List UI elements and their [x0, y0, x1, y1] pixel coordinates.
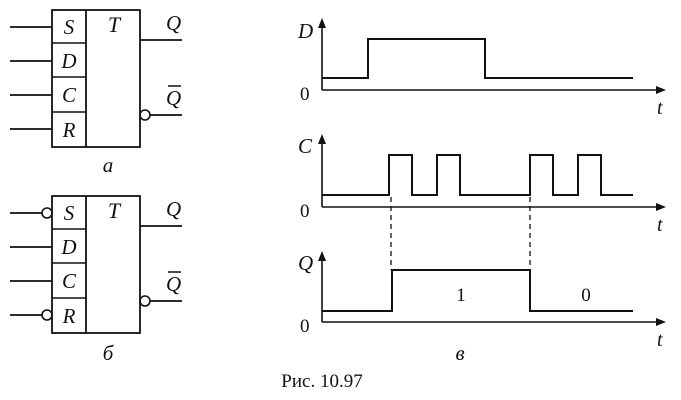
q-time-label: t: [657, 329, 663, 351]
diagram-b: S D C R T Q Q б: [10, 195, 182, 365]
c-axis-arrow: [318, 134, 326, 144]
timing-d: D 0 t: [297, 18, 666, 119]
timing-c: C 0 t: [298, 134, 666, 236]
inversion-bubble-s: [41, 207, 53, 219]
d-axis-arrow: [318, 18, 326, 28]
block-title: T: [108, 12, 122, 37]
input-label-s: S: [64, 201, 75, 225]
d-signal-label: D: [297, 19, 313, 43]
c-time-arrow: [656, 203, 666, 211]
flip-flop-block-b: [51, 195, 141, 334]
flip-flop-block-a: [51, 9, 141, 148]
input-label-c: C: [62, 269, 77, 293]
c-waveform: [322, 154, 633, 196]
q-waveform: [322, 269, 633, 312]
timing-diagrams: D 0 t C 0 t Q 0 t 1 0: [297, 18, 666, 365]
caption-a: а: [103, 153, 114, 177]
d-zero-label: 0: [300, 84, 310, 105]
c-time-label: t: [657, 214, 663, 236]
d-time-label: t: [657, 97, 663, 119]
q-zero-label: 0: [300, 316, 310, 337]
figure-caption: Рис. 10.97: [281, 371, 362, 392]
q-axis-arrow: [318, 251, 326, 261]
output-label-qbar: Q: [166, 86, 181, 110]
c-signal-label: C: [298, 134, 313, 158]
block-title: T: [108, 198, 122, 223]
diagram-a: S D C R T Q Q а: [10, 9, 182, 177]
d-time-arrow: [656, 86, 666, 94]
timing-q: Q 0 t 1 0: [298, 251, 666, 351]
q-state-one: 1: [456, 285, 466, 306]
input-label-d: D: [60, 235, 76, 259]
q-state-zero: 0: [581, 285, 591, 306]
d-waveform: [322, 38, 633, 79]
inversion-bubble-r: [41, 309, 53, 321]
input-label-r: R: [62, 304, 76, 328]
input-label-s: S: [64, 15, 75, 39]
output-label-qbar: Q: [166, 272, 181, 296]
input-label-c: C: [62, 83, 77, 107]
caption-v: в: [455, 341, 464, 365]
caption-b: б: [103, 341, 115, 365]
c-zero-label: 0: [300, 201, 310, 222]
q-signal-label: Q: [298, 251, 313, 275]
input-label-r: R: [62, 118, 76, 142]
output-label-q: Q: [166, 197, 181, 221]
output-label-q: Q: [166, 11, 181, 35]
input-label-d: D: [60, 49, 76, 73]
inversion-bubble: [139, 109, 151, 121]
inversion-bubble: [139, 295, 151, 307]
q-time-arrow: [656, 318, 666, 326]
